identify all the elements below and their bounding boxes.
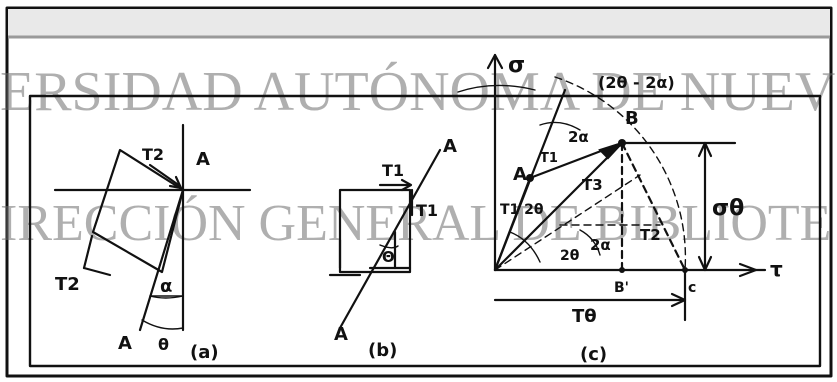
panel-c-2alpha-top-arc <box>539 121 581 131</box>
panel-c-label-c: c <box>688 280 696 296</box>
watermark-line-1: ERSIDAD AUTÓNOMA DE NUEV <box>0 60 835 123</box>
diagram-panel-frame <box>28 94 822 368</box>
panel-c-mohr-arc <box>554 76 687 271</box>
panel-c-label-2alpha-top: 2α <box>568 128 589 146</box>
panel-c-point-c <box>682 267 688 273</box>
panel-b-shear-arrowhead-top <box>400 178 413 192</box>
panel-c-caption: (c) <box>580 344 607 365</box>
panel-c-tau-axis-arrow <box>738 262 758 278</box>
panel-c-label-sigma-axis: σ <box>508 53 525 78</box>
panel-b-plane-aa <box>338 148 442 330</box>
panel-b-caption: (b) <box>368 340 397 361</box>
panel-c-tau-dim-arrow <box>670 292 687 308</box>
panel-c-label-tau-axis: τ <box>770 257 783 281</box>
panel-c: σ (2θ - 2α) B A 2α T1 T1 2θ T3 2α 2θ T2 … <box>457 53 783 365</box>
panel-c-2alpha-mid-arc <box>579 229 601 256</box>
panel-a-label-A-bottom: A <box>118 333 132 354</box>
panel-a: A T2 T2 α A θ (a) <box>53 123 252 363</box>
panel-a-theta-arc <box>141 319 184 330</box>
panel-c-label-B: B <box>625 108 639 129</box>
panel-b-label-T1-right: T1 <box>416 201 438 220</box>
panel-c-label-2theta-left: T1 2θ <box>500 202 544 218</box>
panel-c-label-angle-expr: (2θ - 2α) <box>598 73 675 92</box>
panel-b-label-A-bottom: A <box>334 324 348 345</box>
panel-c-dashed-b-to-c <box>620 141 687 272</box>
panel-a-shear-arrow-left <box>82 234 94 270</box>
panel-c-dashed-oc <box>494 174 641 271</box>
panel-b-label-A-top: A <box>443 136 457 157</box>
panel-c-point-a <box>526 174 534 182</box>
panel-a-shear-arrowhead-top <box>168 175 183 190</box>
panel-b-label-T1-top: T1 <box>382 161 404 180</box>
panel-b-theta-arc <box>379 244 399 249</box>
panel-c-label-T1-arc: T1 <box>540 151 558 166</box>
panel-c-2theta-arc <box>509 231 541 263</box>
panel-c-label-sigma-theta: σθ <box>712 196 744 221</box>
panel-a-label-theta: θ <box>158 335 169 354</box>
panel-c-label-2theta-inner: 2θ <box>560 248 580 264</box>
outer-border <box>5 6 833 378</box>
panel-a-rotated-element <box>91 148 185 274</box>
panel-a-label-A-top: A <box>196 149 210 170</box>
panel-c-arrowhead-b <box>598 140 626 160</box>
panel-a-plane-aa <box>138 188 185 332</box>
panel-c-label-A: A <box>513 164 527 185</box>
panel-b-element <box>338 188 412 274</box>
panel-a-label-T2-top: T2 <box>142 145 164 164</box>
panel-a-label-T2-left: T2 <box>55 274 80 295</box>
panel-c-sigma-dim-arrow-bottom <box>697 255 713 272</box>
header-band <box>8 9 830 37</box>
panel-a-shear-arrow-top <box>148 163 182 188</box>
panel-c-label-T2: T2 <box>640 226 661 244</box>
panel-a-caption: (a) <box>190 342 219 363</box>
panel-c-sigma-dim-arrow-top <box>697 141 713 158</box>
panel-c-label-2alpha-mid: 2α <box>590 236 611 254</box>
panel-a-shear-arrow-left-2 <box>82 266 112 277</box>
panel-b-label-theta: Θ <box>382 248 395 266</box>
panel-c-point-b-prime <box>619 267 625 273</box>
panel-c-sigma-axis-arrow <box>486 53 504 70</box>
panel-c-radius-ob <box>493 141 624 272</box>
panel-c-point-b <box>618 139 626 147</box>
panel-c-sign-arc <box>457 84 536 93</box>
panel-c-label-b-prime: B' <box>614 280 629 296</box>
panel-a-label-alpha: α <box>160 276 172 297</box>
panel-c-label-t-theta: Tθ <box>572 306 597 327</box>
panel-b: A T1 T1 Θ A (b) <box>328 136 457 361</box>
watermark-line-2: IRECCIÓN GENERAL DE BIBLIOTE <box>0 194 831 252</box>
panel-c-label-T3: T3 <box>582 176 603 194</box>
